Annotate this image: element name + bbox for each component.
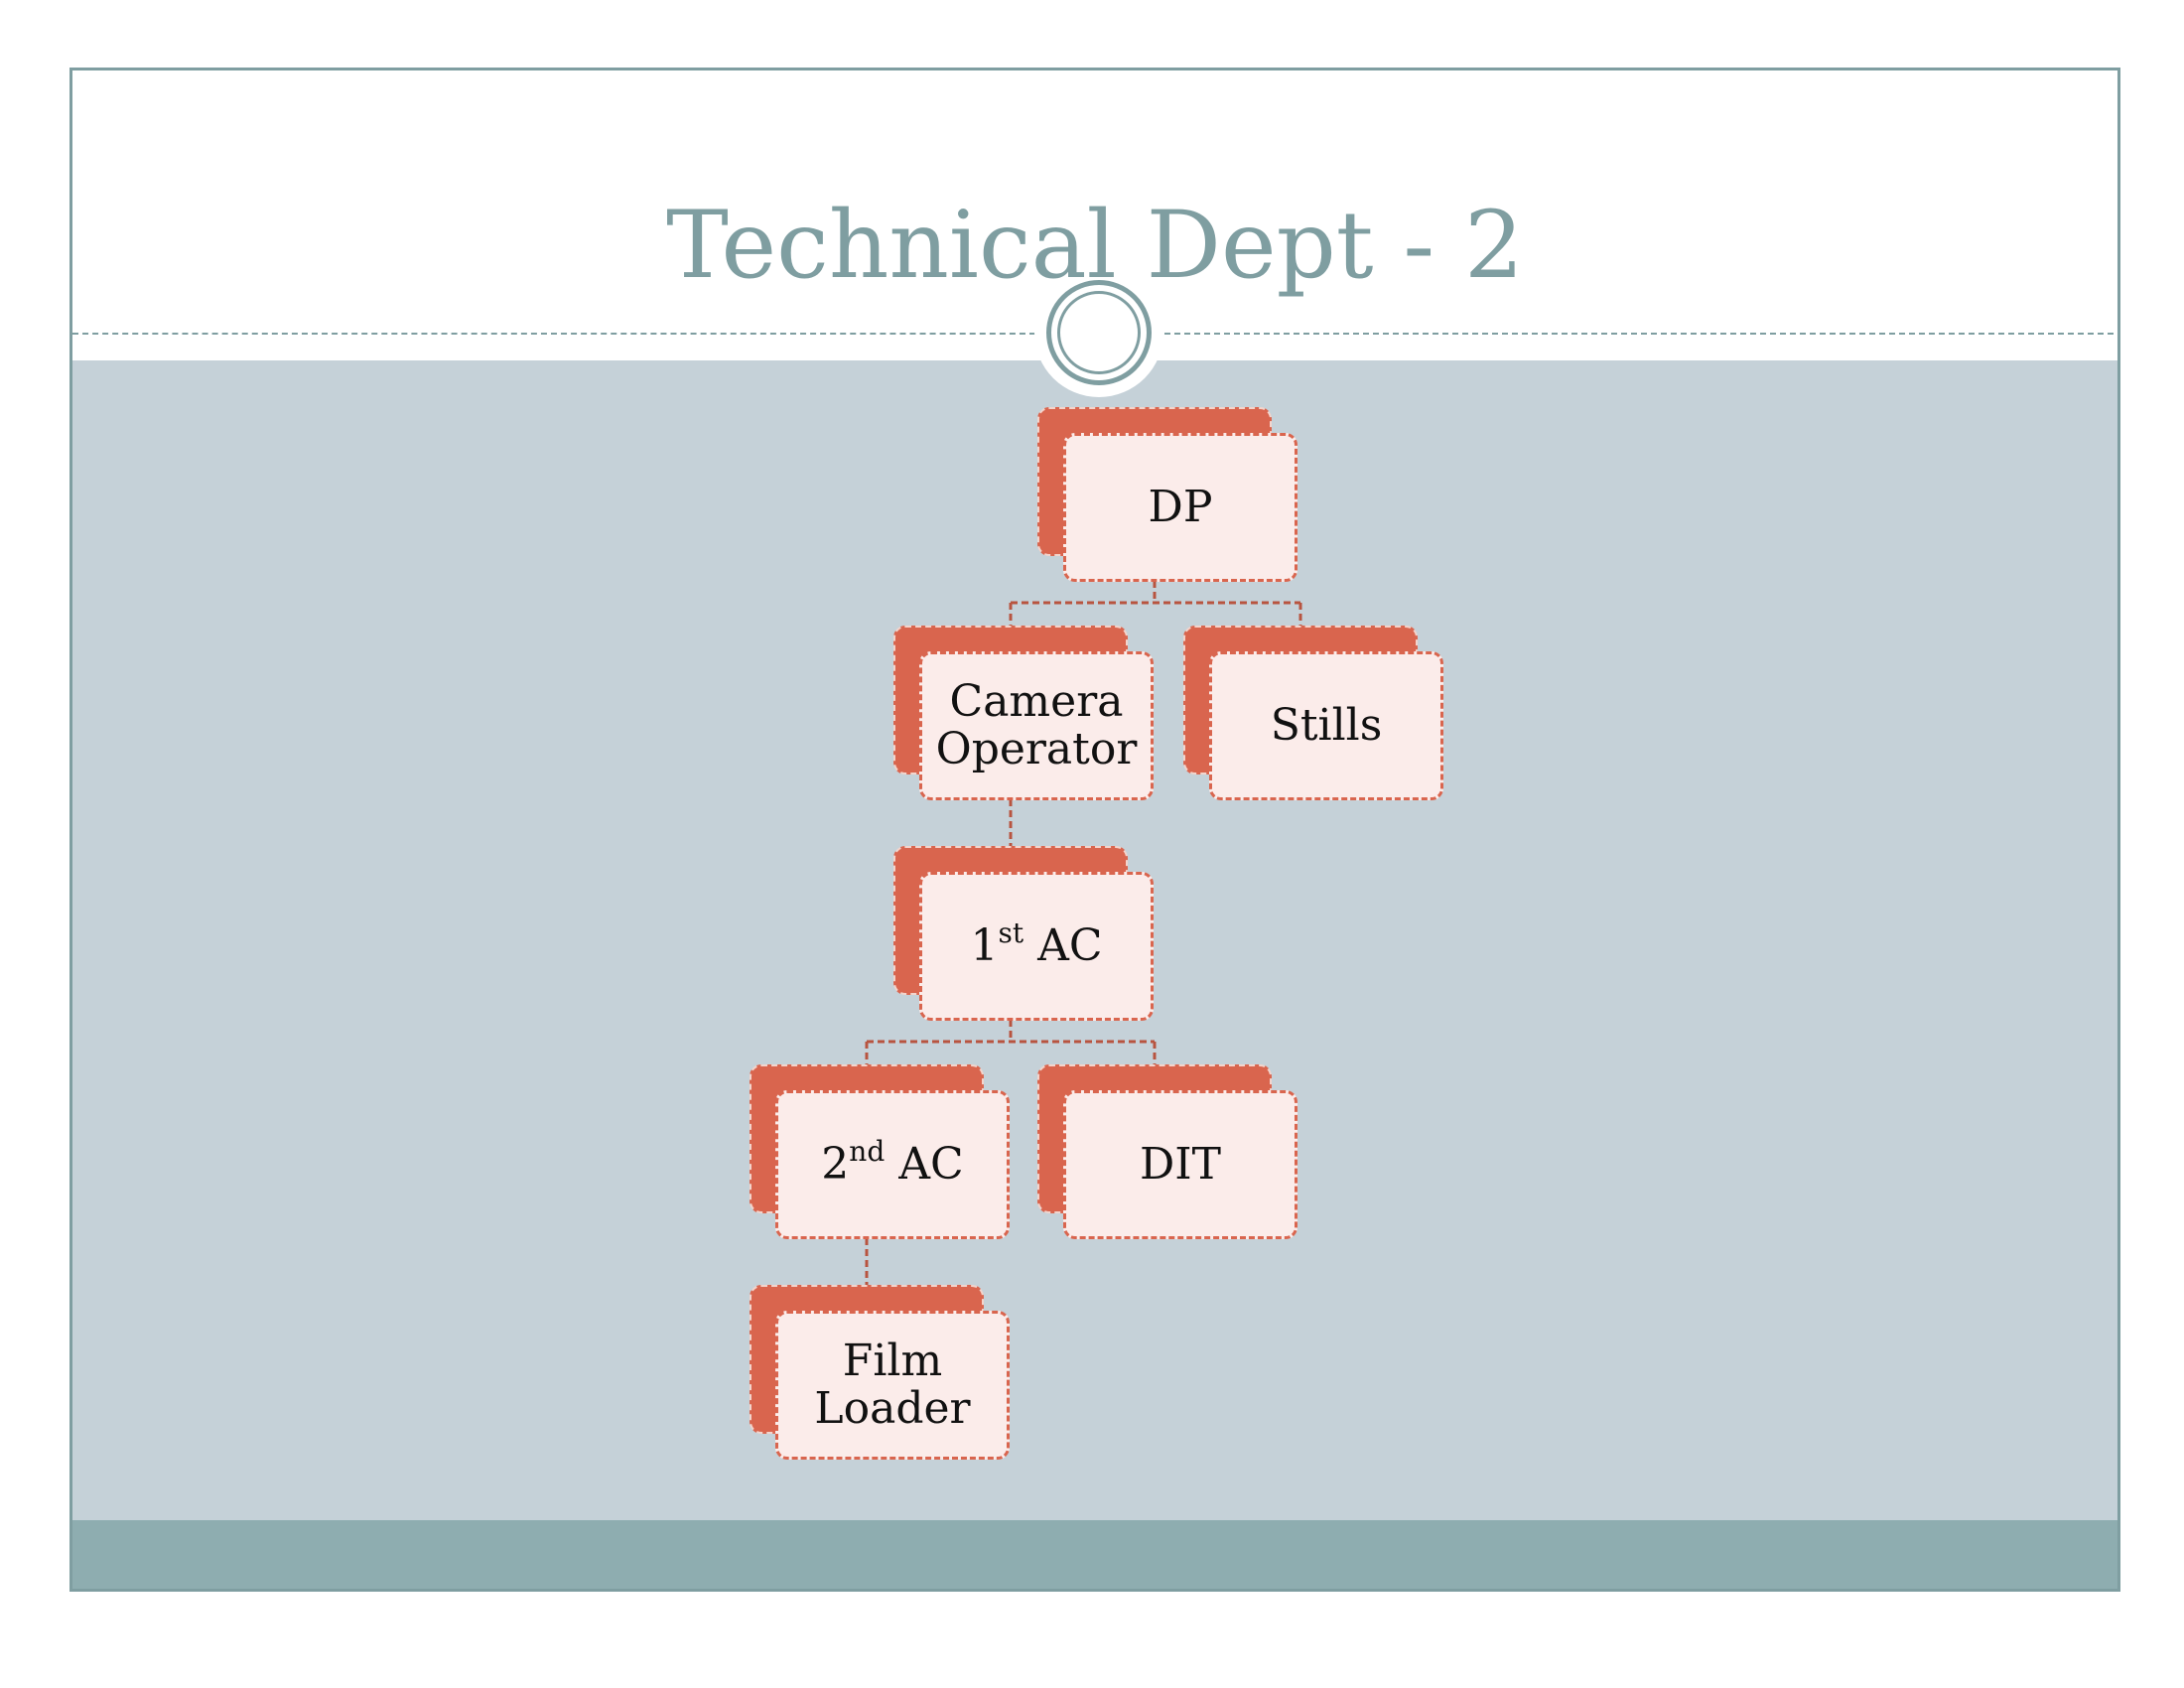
- node-label: Film Loader: [814, 1335, 971, 1434]
- org-node-camera-operator: Camera Operator: [893, 626, 1154, 802]
- node-label-line: Loader: [814, 1383, 971, 1434]
- ordinal-suffix: st: [998, 915, 1024, 949]
- org-node-first-ac: 1st AC: [893, 846, 1154, 1023]
- ordinal-suffix: nd: [849, 1134, 886, 1168]
- title-divider-right: [1164, 333, 2117, 335]
- title-divider-left: [72, 333, 1035, 335]
- node-front-card: DIT: [1063, 1090, 1297, 1239]
- node-front-card: Stills: [1209, 651, 1443, 800]
- circle-ornament-icon: [1046, 280, 1152, 385]
- node-front-card: DP: [1063, 433, 1297, 582]
- org-node-film-loader: Film Loader: [750, 1285, 1010, 1462]
- org-node-dp: DP: [1037, 407, 1297, 584]
- org-node-stills: Stills: [1183, 626, 1443, 802]
- ordinal-number: 1: [970, 919, 999, 971]
- role-suffix: AC: [1024, 919, 1103, 971]
- node-label: DP: [1148, 481, 1213, 532]
- node-label: 2nd AC: [821, 1137, 964, 1190]
- node-label: Stills: [1270, 699, 1383, 751]
- slide-footer-band: [72, 1520, 2117, 1589]
- node-label: Camera Operator: [935, 675, 1138, 774]
- org-node-second-ac: 2nd AC: [750, 1064, 1010, 1241]
- role-suffix: AC: [885, 1138, 964, 1190]
- node-label: 1st AC: [970, 918, 1103, 971]
- node-front-card: 1st AC: [919, 872, 1154, 1021]
- node-label: DIT: [1139, 1138, 1221, 1190]
- ordinal-number: 2: [821, 1138, 850, 1190]
- node-label-line: Film: [842, 1335, 943, 1386]
- node-front-card: Film Loader: [775, 1311, 1010, 1460]
- slide-title: Technical Dept - 2: [666, 192, 1524, 300]
- node-label-line: Camera: [949, 675, 1124, 727]
- node-label-line: Operator: [935, 724, 1138, 774]
- node-front-card: Camera Operator: [919, 651, 1154, 800]
- node-front-card: 2nd AC: [775, 1090, 1010, 1239]
- org-node-dit: DIT: [1037, 1064, 1297, 1241]
